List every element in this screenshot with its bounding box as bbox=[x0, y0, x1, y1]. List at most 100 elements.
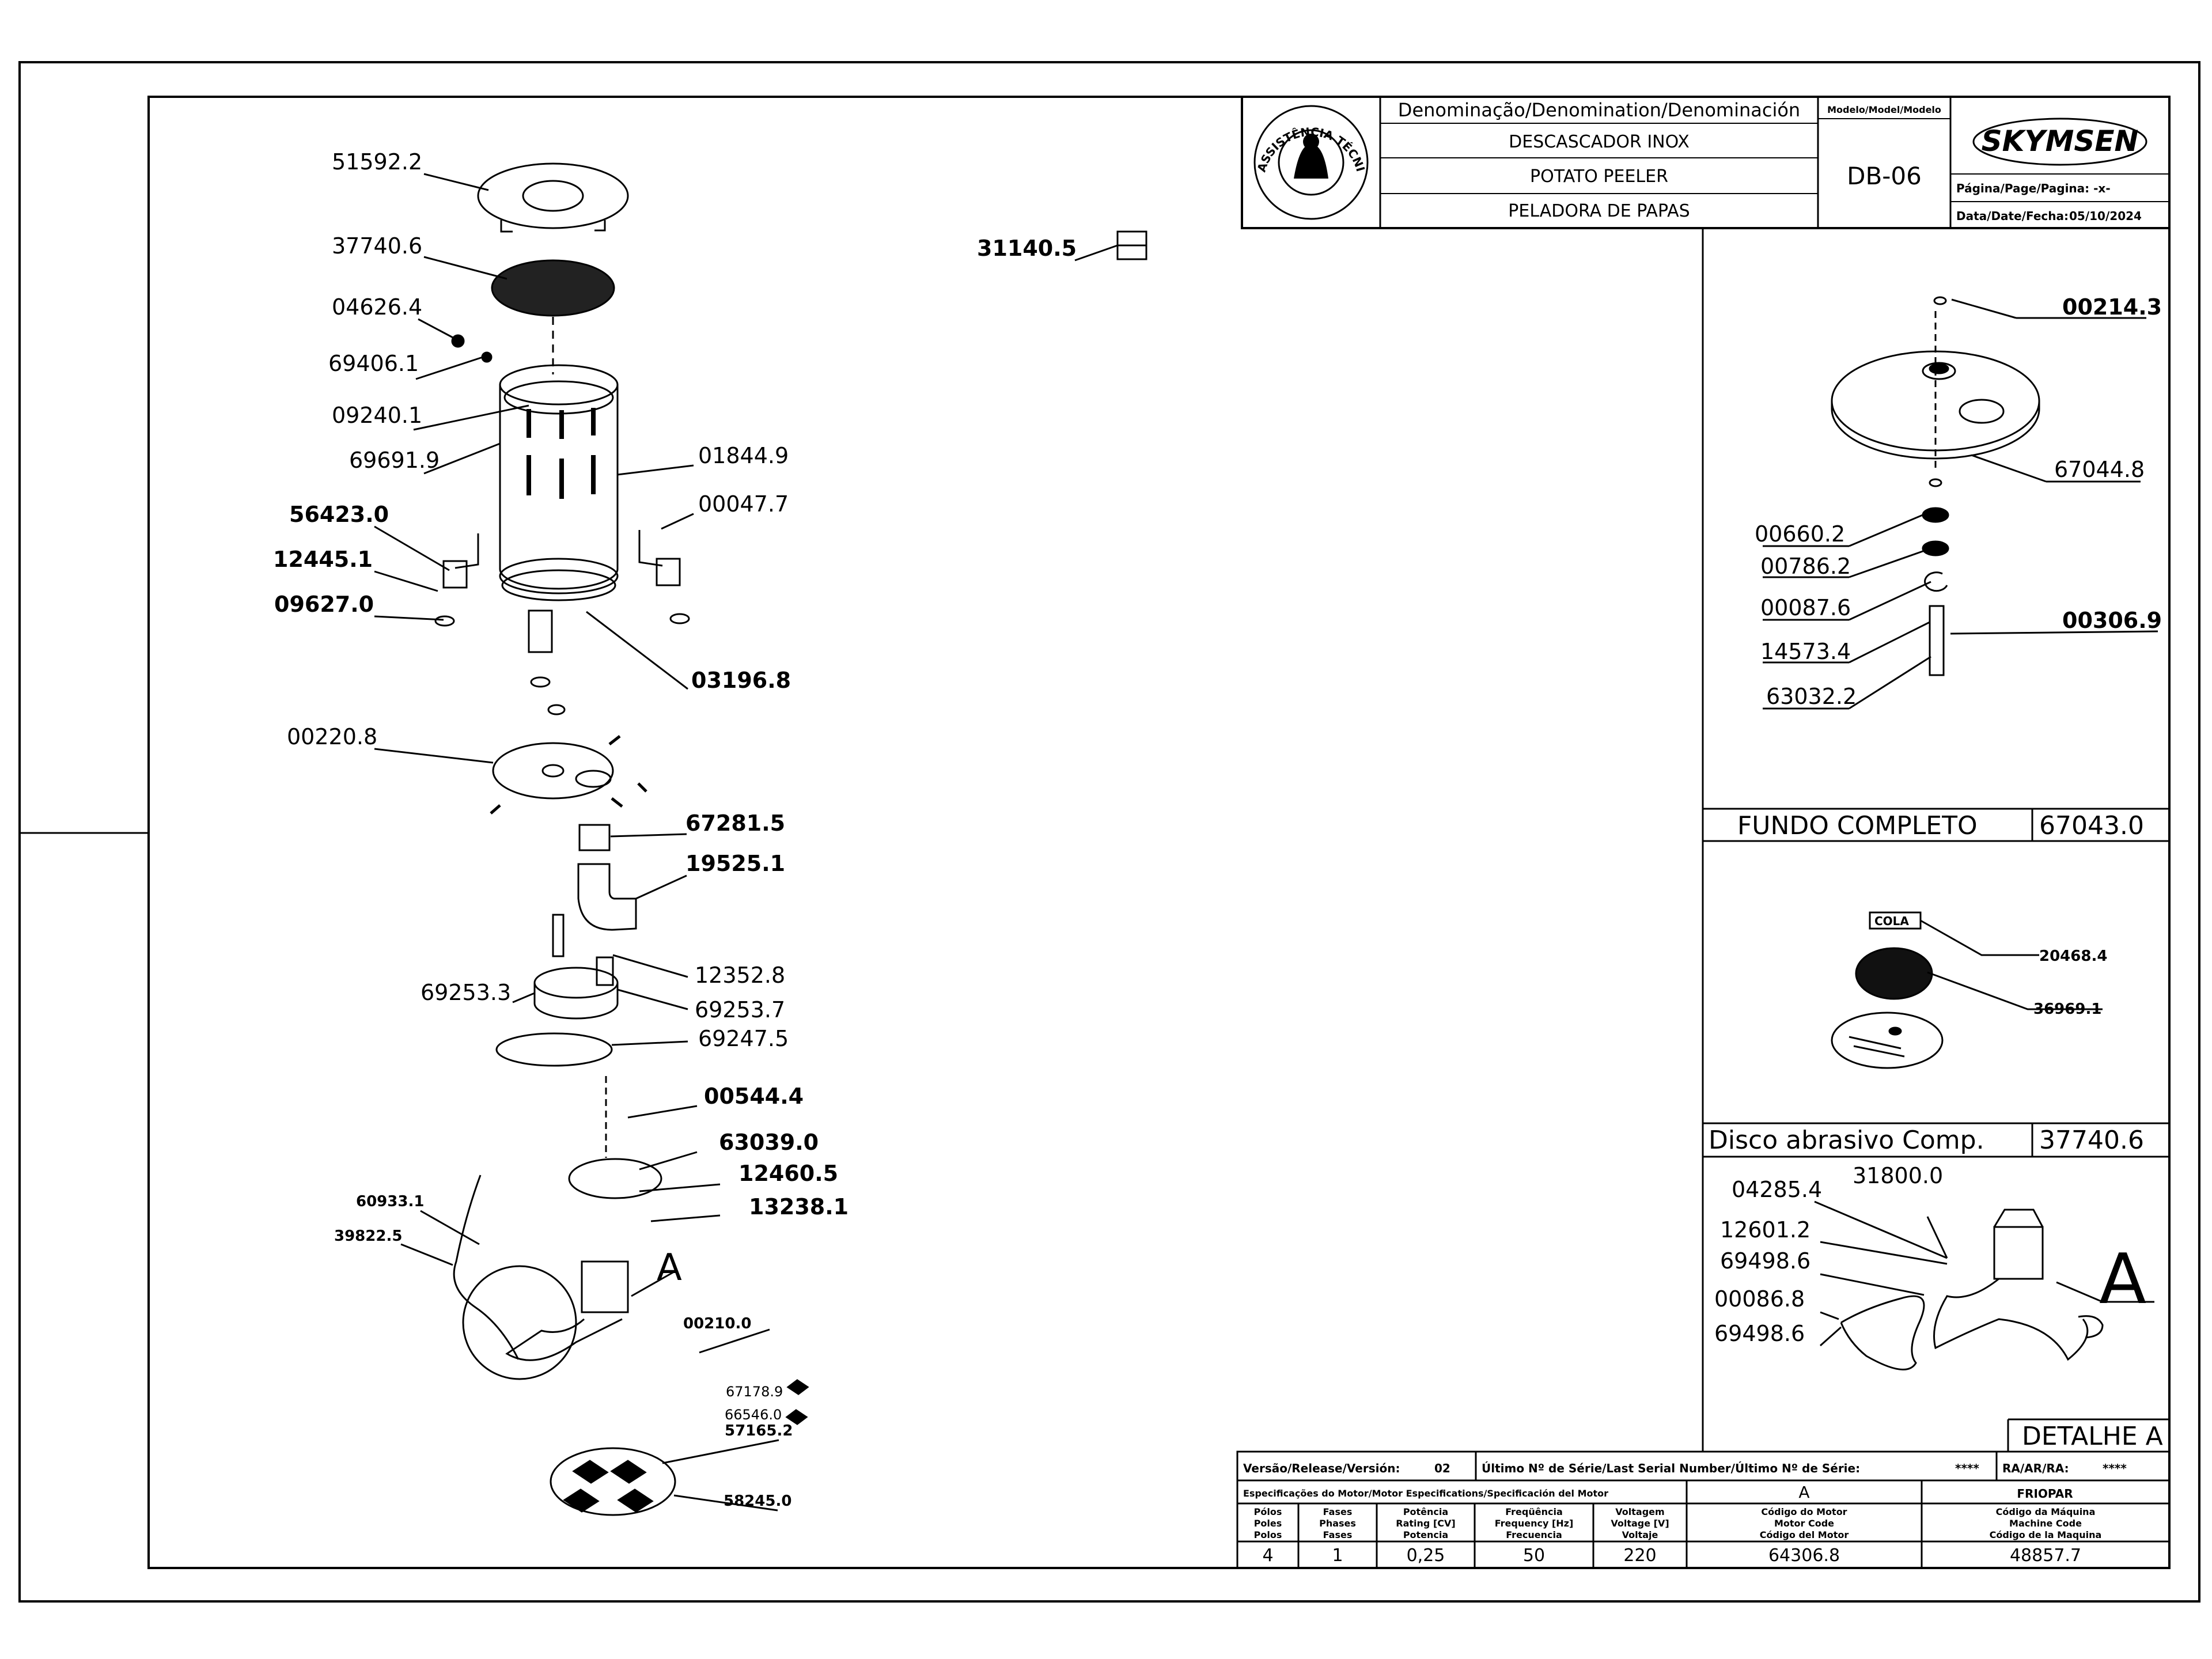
svg-text:Poles: Poles bbox=[1254, 1518, 1282, 1529]
part-04285-4: 04285.4 bbox=[1732, 1177, 1822, 1202]
header-phases: Fases Phases Fases bbox=[1319, 1506, 1356, 1540]
part-58245-0: 58245.0 bbox=[724, 1493, 791, 1510]
part-12352-8: 12352.8 bbox=[695, 963, 785, 988]
part-67178-9: 67178.9 bbox=[726, 1384, 783, 1400]
part-39822-5: 39822.5 bbox=[334, 1228, 402, 1245]
part-12460-5: 12460.5 bbox=[738, 1161, 838, 1186]
part-00544-4: 00544.4 bbox=[704, 1084, 804, 1109]
outer-frame bbox=[18, 61, 2200, 1603]
svg-text:Fases: Fases bbox=[1323, 1529, 1353, 1540]
part-63032-2: 63032.2 bbox=[1766, 684, 1857, 709]
disco-section-title: Disco abrasivo Comp. bbox=[1709, 1126, 1984, 1155]
part-00210-0: 00210.0 bbox=[683, 1315, 751, 1332]
ra-label: RA/AR/RA: bbox=[2002, 1461, 2069, 1475]
page-label: Página/Page/Pagina: -x- bbox=[1956, 181, 2111, 195]
svg-text:Rating [CV]: Rating [CV] bbox=[1396, 1518, 1455, 1529]
svg-text:Machine Code: Machine Code bbox=[2009, 1518, 2082, 1529]
part-00047-7: 00047.7 bbox=[698, 491, 789, 517]
value-machine-code: 48857.7 bbox=[2010, 1546, 2081, 1566]
fundo-section-title: FUNDO COMPLETO bbox=[1737, 811, 1978, 840]
svg-text:Freqüência: Freqüência bbox=[1505, 1506, 1563, 1517]
name-pt: DESCASCADOR INOX bbox=[1509, 132, 1690, 152]
brand-logo: SKYMSEN bbox=[1982, 124, 2139, 158]
part-04626-4: 04626.4 bbox=[332, 294, 422, 320]
part-60933-1: 60933.1 bbox=[356, 1193, 424, 1210]
value-rating: 0,25 bbox=[1407, 1546, 1445, 1566]
disco-abrasivo-drawing bbox=[1831, 911, 2103, 1069]
svg-text:Potencia: Potencia bbox=[1403, 1529, 1448, 1540]
svg-text:Voltaje: Voltaje bbox=[1622, 1529, 1658, 1540]
svg-text:Voltage [V]: Voltage [V] bbox=[1611, 1518, 1669, 1529]
svg-text:Código de la Maquina: Código de la Maquina bbox=[1990, 1529, 2102, 1540]
motor-spec-text: Versão/Release/Versión: 02 Último Nº de … bbox=[1243, 1461, 2127, 1566]
svg-text:Polos: Polos bbox=[1254, 1529, 1282, 1540]
svg-text:Voltagem: Voltagem bbox=[1615, 1506, 1664, 1517]
part-69498-6-lower: 69498.6 bbox=[1714, 1321, 1805, 1346]
part-37740-6: 37740.6 bbox=[332, 233, 422, 259]
svg-text:Motor Code: Motor Code bbox=[1774, 1518, 1834, 1529]
svg-text:Phases: Phases bbox=[1319, 1518, 1356, 1529]
denomination-header: Denominação/Denomination/Denominación bbox=[1398, 99, 1800, 121]
part-12445-1: 12445.1 bbox=[273, 547, 373, 572]
value-poles: 4 bbox=[1262, 1546, 1273, 1566]
motor-spec-label: Especificações do Motor/Motor Especifica… bbox=[1243, 1488, 1608, 1499]
part-03196-8: 03196.8 bbox=[691, 668, 791, 693]
part-57165-2: 57165.2 bbox=[725, 1422, 793, 1440]
svg-text:Código da Máquina: Código da Máquina bbox=[1996, 1506, 2096, 1517]
part-66546-0: 66546.0 bbox=[725, 1407, 782, 1423]
svg-text:Pólos: Pólos bbox=[1254, 1506, 1282, 1517]
part-00220-8: 00220.8 bbox=[287, 724, 377, 749]
value-phases: 1 bbox=[1332, 1546, 1343, 1566]
authorized-service-stamp: ASSISTÊNCIA TÉCNICA AUTORIZADA bbox=[0, 0, 1369, 220]
detalhe-labels: 31800.0 04285.4 12601.2 69498.6 00086.8 … bbox=[1714, 1163, 2163, 1451]
header-frequency: Freqüência Frequency [Hz] Frecuencia bbox=[1495, 1506, 1574, 1540]
part-01844-9: 01844.9 bbox=[698, 443, 789, 468]
part-12601-2: 12601.2 bbox=[1720, 1217, 1810, 1243]
part-36969-1: 36969.1 bbox=[2033, 1001, 2101, 1018]
svg-text:Código del Motor: Código del Motor bbox=[1760, 1529, 1849, 1540]
svg-text:Frecuencia: Frecuencia bbox=[1506, 1529, 1562, 1540]
part-69406-1: 69406.1 bbox=[328, 351, 419, 376]
part-00660-2: 00660.2 bbox=[1755, 521, 1845, 547]
part-20468-4: 20468.4 bbox=[2039, 948, 2107, 965]
name-en: POTATO PEELER bbox=[1530, 166, 1668, 187]
disco-section-code: 37740.6 bbox=[2039, 1126, 2144, 1155]
value-motor-code: 64306.8 bbox=[1768, 1546, 1840, 1566]
part-00086-8: 00086.8 bbox=[1714, 1286, 1805, 1312]
last-serial-label: Último Nº de Série/Last Serial Number/Úl… bbox=[1482, 1461, 1860, 1475]
part-31140-5: 31140.5 bbox=[977, 236, 1077, 261]
last-serial-value: **** bbox=[1955, 1461, 1979, 1475]
release-label: Versão/Release/Versión: bbox=[1243, 1461, 1400, 1475]
manufacturer: FRIOPAR bbox=[2017, 1487, 2073, 1501]
svg-text:Frequency [Hz]: Frequency [Hz] bbox=[1495, 1518, 1574, 1529]
part-31800-0: 31800.0 bbox=[1853, 1163, 1943, 1188]
part-00214-3: 00214.3 bbox=[2062, 294, 2162, 320]
right-panels bbox=[1702, 228, 2169, 1452]
motor-spec-table bbox=[1236, 1450, 2171, 1569]
ra-value: **** bbox=[2103, 1461, 2127, 1475]
drawing-frame bbox=[147, 96, 2171, 1569]
part-13238-1: 13238.1 bbox=[749, 1194, 849, 1219]
model-header: Modelo/Model/Modelo bbox=[1827, 104, 1941, 115]
part-69691-9: 69691.9 bbox=[349, 448, 440, 473]
part-00087-6: 00087.6 bbox=[1760, 595, 1851, 620]
part-67044-8: 67044.8 bbox=[2054, 457, 2145, 482]
detail-a-letter: A bbox=[2099, 1240, 2146, 1320]
part-14573-4: 14573.4 bbox=[1760, 639, 1851, 664]
detalhe-a-drawing bbox=[1814, 1200, 2154, 1370]
date-value: 05/10/2024 bbox=[2069, 209, 2142, 223]
svg-text:Código do Motor: Código do Motor bbox=[1761, 1506, 1847, 1517]
main-part-labels: 51592.2 37740.6 04626.4 69406.1 09240.1 … bbox=[273, 149, 1077, 1510]
part-56423-0: 56423.0 bbox=[289, 502, 389, 527]
part-63039-0: 63039.0 bbox=[719, 1130, 819, 1155]
value-voltage: 220 bbox=[1623, 1546, 1656, 1566]
disco-labels: COLA 20468.4 36969.1 Disco abrasivo Comp… bbox=[1709, 914, 2144, 1155]
stamp-text: ASSISTÊNCIA TÉCNICA AUTORIZADA bbox=[0, 0, 1368, 174]
part-19525-1: 19525.1 bbox=[685, 851, 785, 876]
part-09240-1: 09240.1 bbox=[332, 403, 422, 428]
svg-text:Potência: Potência bbox=[1403, 1506, 1448, 1517]
part-69253-3: 69253.3 bbox=[421, 980, 511, 1005]
main-exploded-view bbox=[374, 162, 1147, 1516]
part-09627-0: 09627.0 bbox=[274, 592, 374, 617]
